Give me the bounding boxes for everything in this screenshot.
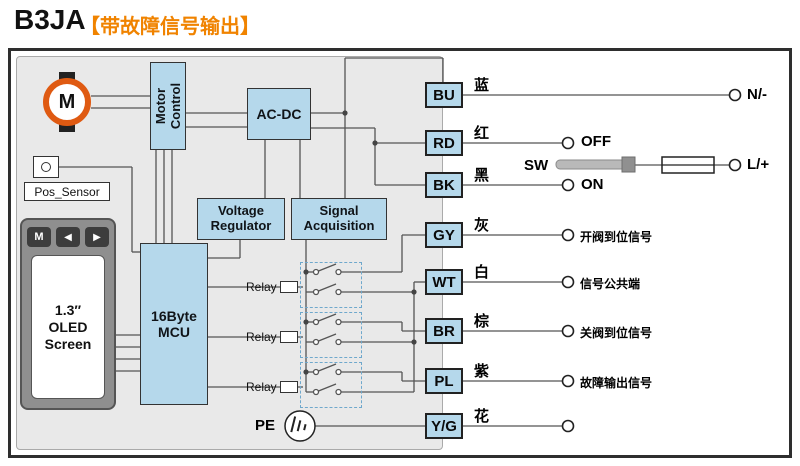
relay-contact-box bbox=[300, 312, 362, 358]
wire-tag-bk: BK bbox=[425, 172, 463, 198]
wire-color-label: 黑 bbox=[474, 167, 490, 184]
signal-label-close: 关阀到位信号 bbox=[580, 326, 653, 340]
wire-tag-br: BR bbox=[425, 318, 463, 344]
wire-color-label: 花 bbox=[474, 408, 490, 425]
wire-tag-wt: WT bbox=[425, 269, 463, 295]
oled-button-right-icon[interactable]: ▶ bbox=[85, 227, 109, 247]
oled-button-left-icon[interactable]: ◀ bbox=[56, 227, 80, 247]
signal-label-open: 开阀到位信号 bbox=[580, 230, 653, 244]
signal-label-fault: 故障输出信号 bbox=[580, 376, 653, 390]
oled-button-menu[interactable]: M bbox=[27, 227, 51, 247]
relay-label: Relay bbox=[246, 330, 277, 344]
pe-label: PE bbox=[255, 417, 276, 434]
wire-color-label: 蓝 bbox=[474, 77, 490, 94]
relay-label: Relay bbox=[246, 280, 277, 294]
wire-color-label: 灰 bbox=[474, 217, 490, 234]
terminal-label-l: L/+ bbox=[747, 156, 770, 173]
wire-tag-rd: RD bbox=[425, 130, 463, 156]
page-title: B3JA bbox=[14, 4, 86, 35]
mcu-box: 16Byte MCU bbox=[140, 243, 208, 405]
relay-coil bbox=[280, 281, 298, 293]
motor-control-label: Motor Control bbox=[153, 82, 183, 130]
acdc-box: AC-DC bbox=[247, 88, 311, 140]
motor-mount-bottom bbox=[59, 124, 75, 132]
wire-color-label: 红 bbox=[474, 125, 490, 142]
signal-label-common: 信号公共端 bbox=[580, 277, 641, 291]
oled-screen: 1.3″ OLED Screen bbox=[31, 255, 105, 399]
terminal-label-off: OFF bbox=[581, 133, 611, 150]
relay-label: Relay bbox=[246, 380, 277, 394]
wire-color-label: 棕 bbox=[474, 313, 490, 330]
terminal-label-n: N/- bbox=[747, 86, 767, 103]
relay-coil bbox=[280, 381, 298, 393]
wire-color-label: 紫 bbox=[474, 363, 490, 380]
terminal-label-on: ON bbox=[581, 176, 604, 193]
pos-sensor-label: Pos_Sensor bbox=[24, 182, 110, 201]
relay-contact-box bbox=[300, 262, 362, 308]
oled-panel: M ◀ ▶ 1.3″ OLED Screen bbox=[20, 218, 116, 410]
motor-icon: M bbox=[43, 78, 91, 126]
pos-sensor-dot bbox=[41, 162, 51, 172]
wire-tag-bu: BU bbox=[425, 82, 463, 108]
motor-mount-top bbox=[59, 72, 75, 80]
switch-label-sw: SW bbox=[524, 157, 549, 174]
voltage-regulator-box: Voltage Regulator bbox=[197, 198, 285, 240]
page-subtitle: 【带故障信号输出】 bbox=[80, 16, 260, 38]
relay-contact-box bbox=[300, 362, 362, 408]
relay-coil bbox=[280, 331, 298, 343]
wire-tag-gy: GY bbox=[425, 222, 463, 248]
wire-color-label: 白 bbox=[474, 264, 490, 281]
signal-acquisition-box: Signal Acquisition bbox=[291, 198, 387, 240]
wire-tag-yg: Y/G bbox=[425, 413, 463, 439]
pos-sensor-icon bbox=[33, 156, 59, 178]
wire-tag-pl: PL bbox=[425, 368, 463, 394]
motor-control-box: Motor Control bbox=[150, 62, 186, 150]
